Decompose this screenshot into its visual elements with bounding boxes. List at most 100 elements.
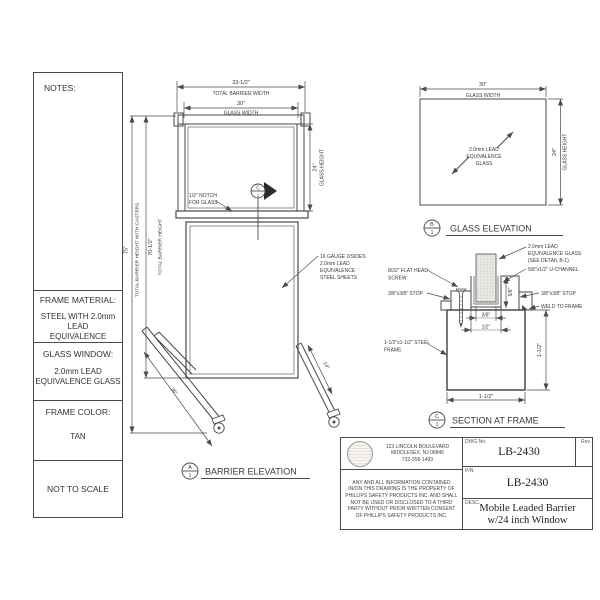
- section-dim-frame-height: 1-1/2": [537, 343, 543, 358]
- view-a-number: 1: [189, 473, 192, 479]
- view-c-letter: C: [435, 414, 439, 420]
- glass-elevation-dimension-lines: [419, 86, 563, 206]
- sheets-leader: [281, 255, 319, 289]
- legal-line5: PARTY WITHOUT PRIOR WRITTEN CONSENT: [347, 506, 456, 513]
- desc-label: DESC.: [465, 500, 481, 506]
- callout-glass-line2: EQUIVALENCE GLASS: [528, 251, 582, 257]
- rev-cell: Rev.: [575, 438, 592, 466]
- section-arrow-icon: [264, 182, 277, 200]
- glass-window-panel: GLASS WINDOW: 2.0mm LEAD EQUIVALENCE GLA…: [33, 342, 123, 401]
- view-label-b: [423, 219, 563, 237]
- view-b-number: 1: [431, 230, 434, 236]
- company-address-cell: 123 LINCOLN BOULEVARD MIDDLESEX, NJ 0884…: [341, 438, 462, 470]
- rev-label: Rev.: [581, 439, 591, 445]
- caster-left: [211, 414, 226, 434]
- glass-dim-width: 30": [479, 82, 487, 88]
- dim-glass-height-label: GLASS HEIGHT: [320, 149, 326, 186]
- frame-color-label: FRAME COLOR:: [45, 407, 111, 417]
- callout-glass-line1: 2.0mm LEAD: [528, 244, 558, 250]
- frame-material-value-line2: EQUIVALENCE: [49, 332, 107, 341]
- lead-glass-section: [475, 253, 497, 303]
- view-b-title: GLASS ELEVATION: [450, 224, 532, 234]
- dim-glass-width: 30": [237, 101, 245, 107]
- sheets-callout-line3: EQUIVALENCE: [320, 268, 356, 274]
- frame-material-label: FRAME MATERIAL:: [39, 295, 117, 305]
- section-dim-channel-width: 1/2": [482, 325, 491, 331]
- glass-window-value-line2: EQUIVALENCE GLASS: [35, 377, 121, 386]
- section-dimension-lines: [426, 246, 550, 404]
- section-marker-number: 1: [257, 193, 260, 198]
- sheets-callout-line2: 2.0mm LEAD: [320, 261, 350, 267]
- frame-color-value: TAN: [70, 432, 86, 441]
- callout-stop-left: 3/8"x3/8" STOP: [388, 291, 424, 297]
- frame-material-panel: FRAME MATERIAL: STEEL WITH 2.0mm LEAD EQ…: [33, 290, 123, 343]
- left-outrigger-leg: [141, 326, 222, 424]
- notes-panel: NOTES:: [33, 72, 123, 291]
- view-a-letter: A: [188, 465, 192, 471]
- callout-screw-line2: SCREW: [388, 276, 407, 282]
- glass-dim-height-label: GLASS HEIGHT: [563, 134, 569, 171]
- screw-head: [455, 288, 467, 294]
- callout-weld: WELD TO FRAME: [541, 304, 583, 310]
- section-dim-glass-thickness: 3/8": [482, 313, 491, 319]
- legal-line2: IN/ON THIS DRAWING IS THE PROPERTY OF: [348, 486, 455, 493]
- screw-tip: [459, 323, 463, 328]
- callout-stop-right: 3/8"x3/8" STOP: [541, 291, 577, 297]
- barrier-dimension-lines: [129, 81, 333, 447]
- dwg-no-row: DWG No. LB-2430 Rev.: [463, 438, 592, 467]
- callout-steel-frame-line2: FRAME: [384, 348, 402, 354]
- section-dim-channel-depth: 5/8": [508, 287, 514, 296]
- caster-right: [326, 408, 341, 428]
- callout-u-channel: 5/8"x1/2" U-CHANNEL: [528, 267, 579, 273]
- dwg-no-label: DWG No.: [465, 439, 487, 445]
- glass-break-arrow-upper: [496, 131, 514, 149]
- legal-line4: NOT BE USED OR DISCLOSED TO A THIRD: [350, 499, 453, 506]
- view-c-title: SECTION AT FRAME: [452, 416, 539, 426]
- legal-line6: OF PHILLIPS SAFETY PRODUCTS INC.: [355, 512, 448, 519]
- address-line2: MIDDLESEX, NJ 08846: [390, 450, 445, 457]
- notch-callout-line1: 1/2" NOTCH: [189, 193, 217, 199]
- section-cut-marker: [250, 182, 277, 240]
- legal-line3: PHILLIPS SAFETY PRODUCTS INC. AND SHALL: [345, 492, 458, 499]
- glass-note-line3: GLASS: [476, 161, 493, 167]
- barrier-lower-panel: [185, 221, 299, 379]
- weld-symbol: [522, 305, 528, 310]
- title-block-right: DWG No. LB-2430 Rev. P/N: LB-2430 DESC. …: [463, 438, 592, 529]
- description-line1: Mobile Leaded Barrier: [479, 503, 576, 514]
- part-number-row: P/N: LB-2430: [463, 467, 592, 499]
- title-block: 123 LINCOLN BOULEVARD MIDDLESEX, NJ 0884…: [340, 437, 593, 530]
- title-block-left: 123 LINCOLN BOULEVARD MIDDLESEX, NJ 0884…: [341, 438, 463, 529]
- address-line3: 732-356-1493: [401, 456, 434, 463]
- dim-glass-height: 24": [313, 163, 319, 171]
- glass-break-arrow-lower: [451, 156, 470, 175]
- view-label-a: [181, 462, 310, 480]
- glass-note-line1: 2.0mm LEAD: [469, 147, 499, 153]
- dim-right-leg: 14": [322, 361, 331, 370]
- notch-leader: [215, 200, 233, 212]
- dim-glass-width-label: GLASS WIDTH: [224, 111, 259, 117]
- glass-elevation-geometry: [419, 98, 547, 206]
- frame-color-panel: FRAME COLOR: TAN: [33, 400, 123, 461]
- view-a-title: BARRIER ELEVATION: [205, 467, 297, 477]
- screw-threads: [459, 296, 463, 322]
- sheets-callout-line4: STEEL SHEETS: [320, 275, 358, 281]
- glass-dim-height: 24": [552, 148, 558, 156]
- dim-left-leg: 36": [169, 387, 178, 397]
- dim-total-width: 33-1/2": [232, 80, 250, 86]
- dim-total-height: 70-1/2": [148, 238, 154, 256]
- notch-callout-line2: FOR GLASS: [189, 200, 218, 206]
- left-stop: [450, 290, 472, 311]
- phillips-safety-logo: [347, 440, 373, 467]
- right-outrigger-leg: [295, 342, 337, 417]
- dwg-no-value: LB-2430: [498, 446, 540, 458]
- barrier-elevation-geometry: [141, 112, 337, 424]
- address-line1: 123 LINCOLN BOULEVARD: [385, 443, 450, 450]
- callout-glass-line3: (SEE DETAIL B-1): [528, 258, 569, 264]
- glass-window-label: GLASS WINDOW:: [42, 349, 114, 359]
- dim-total-height-label: TOTAL BARRIER HEIGHT: [158, 218, 164, 275]
- sheets-callout-line1: 16 GAUGE 2/SIDES: [320, 254, 366, 260]
- legal-notice: ANY AND ALL INFORMATION CONTAINED IN/ON …: [341, 470, 462, 529]
- scale-note: NOT TO SCALE: [47, 484, 109, 494]
